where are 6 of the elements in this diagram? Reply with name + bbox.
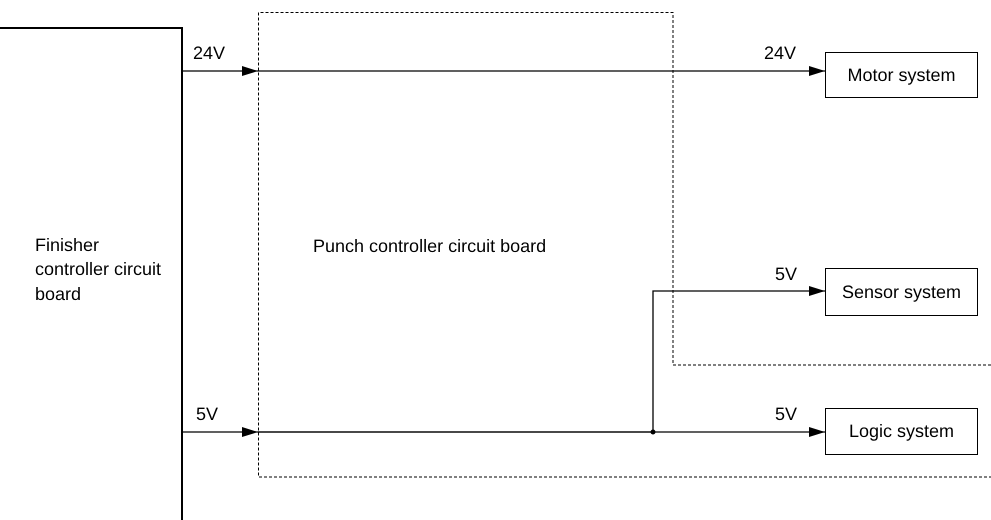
arrow — [183, 66, 258, 76]
arrow — [183, 427, 258, 437]
board-label: Punch controller circuit board — [313, 235, 548, 258]
arrow — [258, 427, 825, 437]
arrow — [258, 66, 825, 76]
board-label: Finisher controller circuit board — [35, 234, 162, 306]
